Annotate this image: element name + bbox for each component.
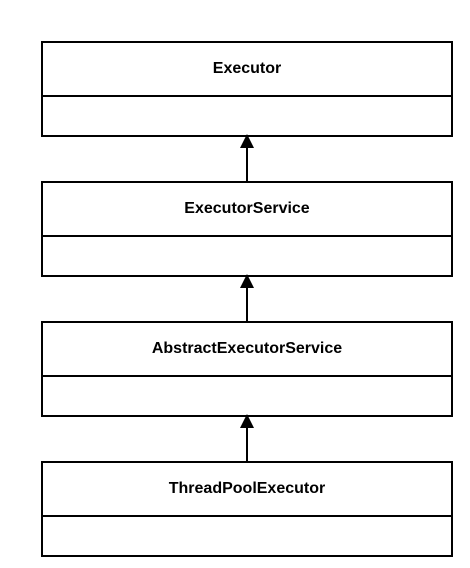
class-body xyxy=(43,97,451,135)
class-box-executorservice: ExecutorService xyxy=(41,181,453,277)
inheritance-arrow xyxy=(240,134,254,186)
class-name: ThreadPoolExecutor xyxy=(43,463,451,517)
class-body xyxy=(43,517,451,555)
class-box-threadpoolexecutor: ThreadPoolExecutor xyxy=(41,461,453,557)
class-name: ExecutorService xyxy=(43,183,451,237)
inheritance-arrow xyxy=(240,274,254,326)
class-name: Executor xyxy=(43,43,451,97)
class-body xyxy=(43,377,451,415)
class-body xyxy=(43,237,451,275)
class-box-abstractexecutorservice: AbstractExecutorService xyxy=(41,321,453,417)
inheritance-arrow xyxy=(240,414,254,466)
class-box-executor: Executor xyxy=(41,41,453,137)
class-name: AbstractExecutorService xyxy=(43,323,451,377)
